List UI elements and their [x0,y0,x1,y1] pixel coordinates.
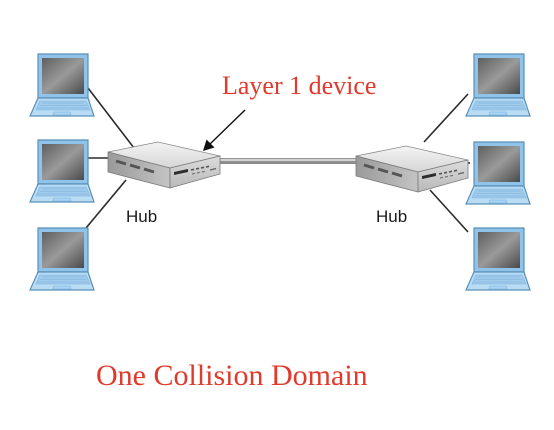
laptop-icon [465,53,531,117]
laptop-icon [29,227,95,291]
laptop-icon [29,139,95,203]
hub-label-left: Hub [126,207,157,226]
laptop-icon [29,53,95,117]
hub-interconnect-cable [203,158,380,164]
annotation-label: Layer 1 device [222,71,376,100]
arrow-icon [203,109,246,151]
hub-icon [354,144,470,194]
hub-label-right: Hub [376,207,407,226]
laptop-icon [465,141,531,205]
caption: One Collision Domain [96,359,368,392]
laptop-icon [465,227,531,291]
